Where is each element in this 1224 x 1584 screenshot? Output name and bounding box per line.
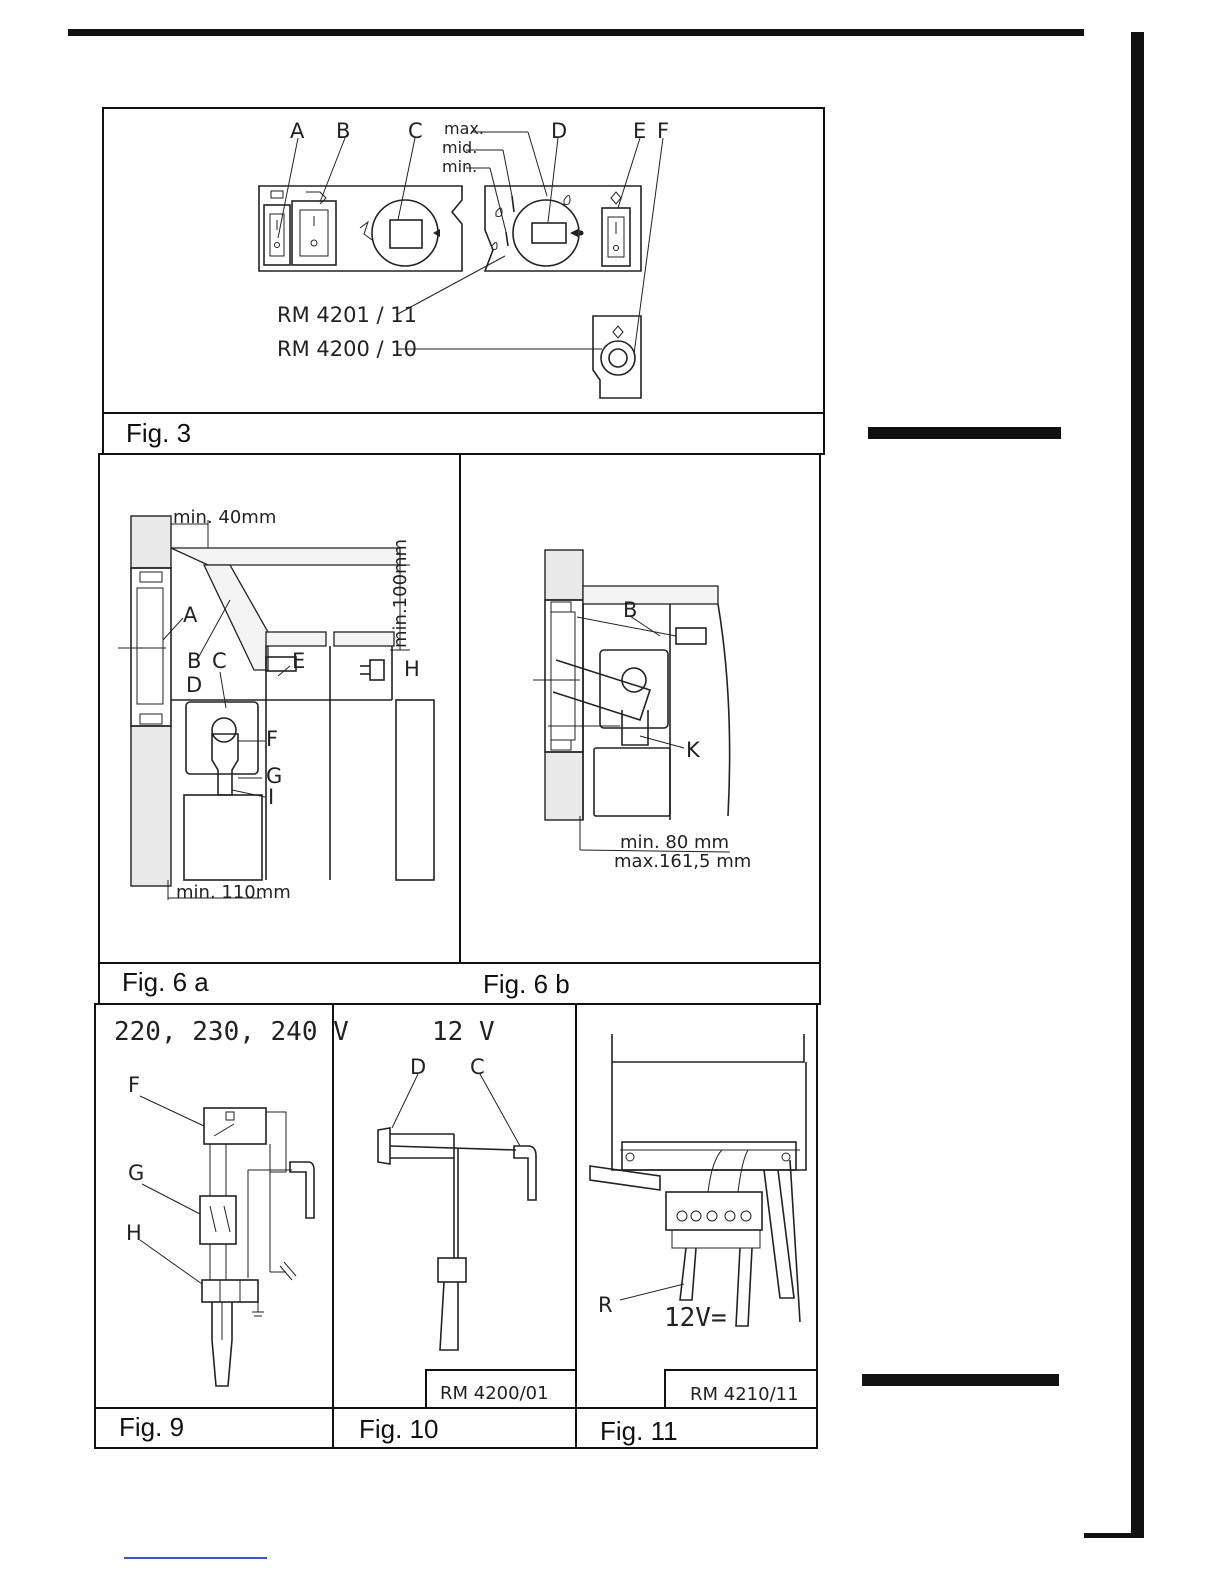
bottom-tick: [1084, 1533, 1144, 1538]
fig6a-label-f: F: [266, 727, 278, 751]
fig6a-label-a: A: [183, 603, 198, 627]
fig6a-dim-top: min. 40mm: [173, 507, 276, 528]
fig3-label-e: E: [633, 119, 646, 143]
fig10-model: RM 4200/01: [440, 1383, 549, 1404]
fig3-label-a: A: [290, 119, 305, 143]
fig3-caption: Fig. 3: [126, 418, 191, 449]
fig6a-label-e: E: [292, 649, 305, 673]
fig6a-label-i: I: [268, 785, 274, 809]
fig3-label-d: D: [551, 119, 567, 143]
fig3-level-max: max.: [444, 119, 484, 138]
fig9-label-h: H: [126, 1221, 142, 1245]
fig6b-dim-min: min. 80 mm: [620, 832, 729, 853]
fig3-label-b: B: [336, 119, 350, 143]
fig10-voltage: 12 V: [432, 1017, 495, 1047]
fig3-label-f: F: [657, 119, 669, 143]
fig6b-caption: Fig. 6 b: [483, 969, 570, 1000]
fig11-caption: Fig. 11: [600, 1416, 678, 1447]
fig9-voltage: 220, 230, 240 V: [114, 1017, 349, 1047]
margin-marker-top: [868, 427, 1061, 439]
margin-marker-bottom: [862, 1374, 1059, 1386]
fig6a-dim-vertical: min.100mm: [390, 539, 411, 648]
fig11-voltage: 12V=: [664, 1303, 727, 1333]
fig9-caption: Fig. 9: [119, 1412, 184, 1443]
fig6b-dim-max: max.161,5 mm: [614, 851, 751, 872]
fig6b-label-k: K: [686, 738, 701, 762]
fig10-label-d: D: [410, 1055, 426, 1079]
fig6a-label-d: D: [186, 673, 202, 697]
fig6a-dim-bottom: min. 110mm: [176, 882, 291, 903]
fig10-caption: Fig. 10: [359, 1414, 439, 1445]
fig3-model-rm4200: RM 4200 / 10: [277, 337, 417, 361]
footer-link-line: [124, 1557, 267, 1559]
fig3-level-mid: mid.: [442, 138, 477, 157]
fig9-label-f: F: [128, 1073, 140, 1097]
fig6a-label-b: B: [187, 649, 201, 673]
fig6a-label-h: H: [404, 657, 420, 681]
fig11-label-r: R: [598, 1293, 613, 1317]
fig10-label-c: C: [470, 1055, 485, 1079]
right-margin-bar: [1131, 32, 1144, 1538]
fig9-label-g: G: [128, 1161, 144, 1185]
fig6a-label-c: C: [212, 649, 227, 673]
fig3-label-c: C: [408, 119, 423, 143]
top-rule: [68, 29, 1084, 36]
fig6b-label-b: B: [623, 598, 637, 622]
fig3-model-rm4201: RM 4201 / 11: [277, 303, 417, 327]
fig6a-label-g: G: [266, 764, 282, 788]
fig3-level-min: min.: [442, 157, 477, 176]
fig11-model: RM 4210/11: [690, 1384, 799, 1405]
fig6a-caption: Fig. 6 a: [122, 967, 209, 998]
